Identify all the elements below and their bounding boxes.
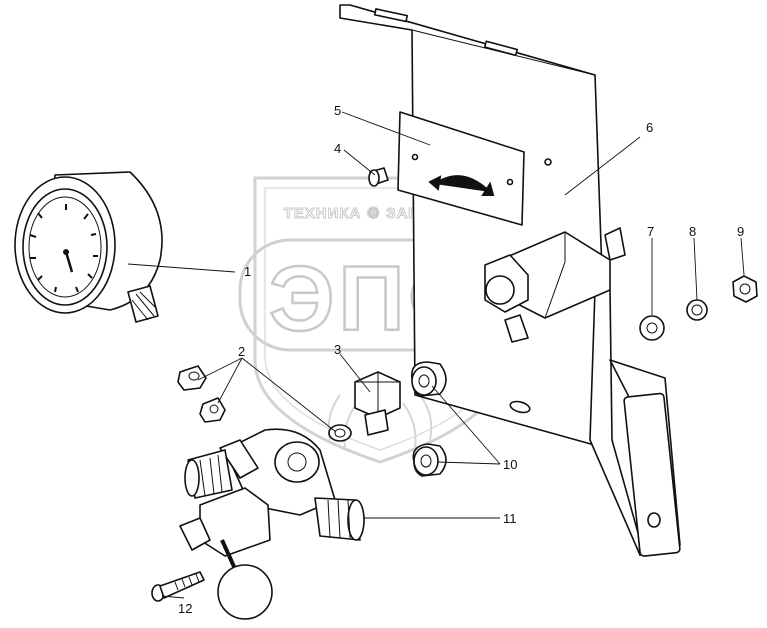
callout-10: 10 xyxy=(503,457,517,472)
callout-11: 11 xyxy=(503,511,517,526)
callout-9: 9 xyxy=(737,224,744,239)
leader-lines xyxy=(127,111,745,599)
callout-7: 7 xyxy=(647,224,654,239)
bolt-with-washer xyxy=(328,371,401,442)
hex-nut xyxy=(732,275,758,303)
valve-union xyxy=(484,227,626,343)
pressure-gauge xyxy=(14,171,163,323)
callouts: 1 2 3 4 5 6 7 8 9 10 11 12 xyxy=(178,103,744,616)
callout-3: 3 xyxy=(334,342,341,357)
direction-sign-plate xyxy=(397,111,525,226)
spacers xyxy=(411,361,447,477)
callout-2: 2 xyxy=(238,344,245,359)
callout-12: 12 xyxy=(178,601,192,616)
lock-washer xyxy=(686,299,708,321)
callout-1: 1 xyxy=(244,264,251,279)
screw xyxy=(368,167,389,187)
callout-6: 6 xyxy=(646,120,653,135)
callout-4: 4 xyxy=(334,141,341,156)
flat-washer xyxy=(639,315,665,341)
double-arrow-icon xyxy=(428,175,495,196)
callout-8: 8 xyxy=(689,224,696,239)
gauge-ticks xyxy=(29,204,98,293)
callout-5: 5 xyxy=(334,103,341,118)
long-bolt xyxy=(151,571,205,602)
three-way-valve xyxy=(179,428,365,620)
nuts xyxy=(177,365,226,423)
angle-bracket xyxy=(589,289,681,557)
